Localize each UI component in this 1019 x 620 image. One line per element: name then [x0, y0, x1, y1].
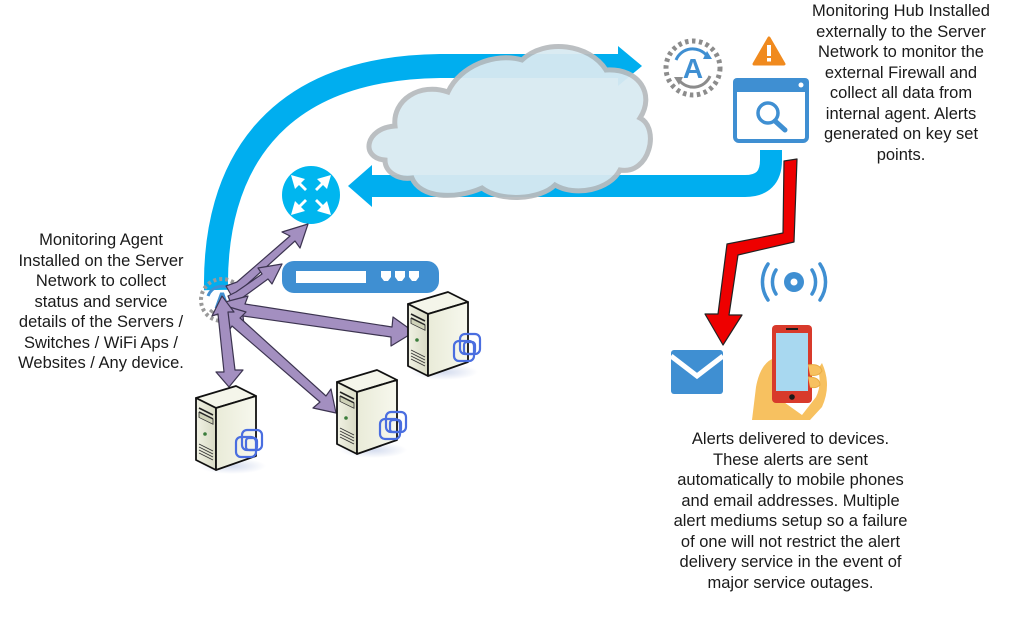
link-to-server-left: [211, 295, 244, 388]
router-icon: [282, 166, 340, 224]
monitor-search-icon: [733, 78, 809, 143]
svg-text:A: A: [683, 53, 703, 84]
link-to-server-middle: [225, 305, 337, 414]
hub-caption: Monitoring Hub Installed externally to t…: [812, 2, 990, 164]
server-left: [195, 385, 267, 475]
mobile-phone-icon: [752, 325, 827, 420]
agent-caption: Monitoring Agent Installed on the Server…: [18, 231, 184, 372]
server-right: [407, 291, 482, 381]
warning-icon: [752, 36, 786, 66]
local-network-links: [211, 223, 415, 414]
alert-path-arrow: [704, 158, 798, 346]
cloud-icon: [366, 44, 653, 200]
alerts-caption: Alerts delivered to devices. These alert…: [673, 430, 908, 592]
switch-icon: [282, 261, 439, 293]
data-flow-arrow-to-router: [348, 150, 782, 207]
server-middle: [336, 369, 408, 459]
hub-agent-icon: A: [663, 38, 723, 98]
broadcast-signal-icon: [760, 262, 828, 302]
email-icon: [669, 350, 725, 394]
